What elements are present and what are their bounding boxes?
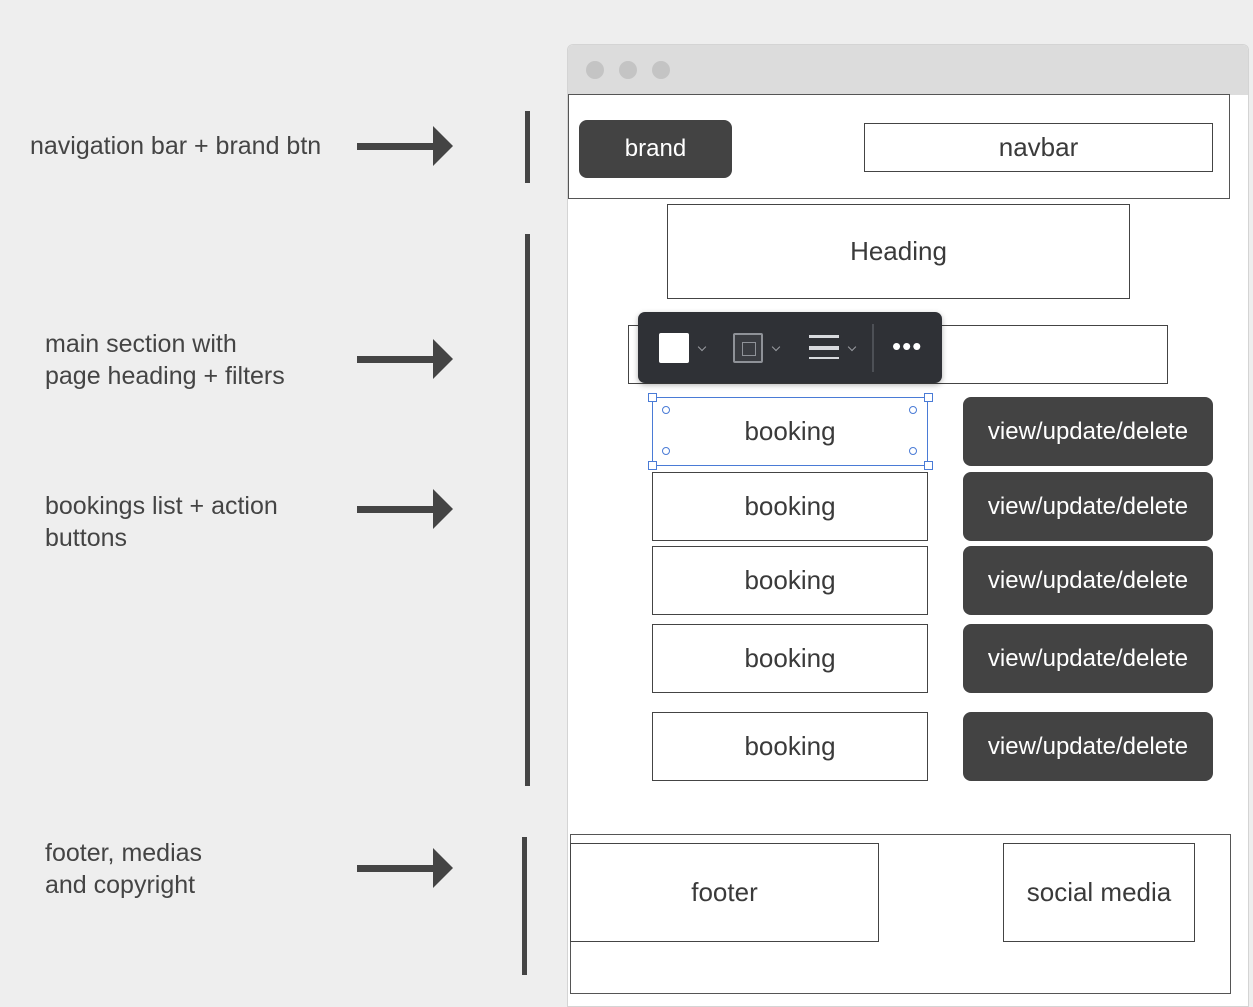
navbar-box[interactable]: navbar xyxy=(864,123,1213,172)
annotation-main: main section with page heading + filters xyxy=(45,328,285,392)
more-options-icon[interactable]: ••• xyxy=(892,331,923,361)
selection-outline xyxy=(652,397,928,466)
corner-radius-handle[interactable] xyxy=(662,406,670,414)
booking-item[interactable]: booking xyxy=(652,712,928,781)
social-media-box[interactable]: social media xyxy=(1003,843,1195,942)
annotation-main-line1: main section with xyxy=(45,330,237,358)
line-chevron-down-icon[interactable] xyxy=(847,342,857,352)
bracket-nav xyxy=(525,111,530,183)
annotation-footer: footer, medias and copyright xyxy=(45,837,202,901)
booking-action-button[interactable]: view/update/delete xyxy=(963,472,1213,541)
line-weight-icon[interactable] xyxy=(809,335,839,361)
annotation-list-line2: buttons xyxy=(45,524,128,552)
stroke-chevron-down-icon[interactable] xyxy=(771,342,781,352)
booking-item[interactable]: booking xyxy=(652,472,928,541)
bracket-footer xyxy=(522,837,527,975)
toolbar-separator xyxy=(872,324,874,372)
corner-radius-handle[interactable] xyxy=(662,447,670,455)
resize-handle-bottom-right[interactable] xyxy=(924,461,933,470)
booking-item[interactable]: booking xyxy=(652,397,928,465)
resize-handle-top-right[interactable] xyxy=(924,393,933,402)
footer-box[interactable]: footer xyxy=(570,843,879,942)
floating-format-toolbar: ••• xyxy=(638,312,942,383)
arrow-main xyxy=(357,339,453,379)
annotation-footer-line2: and copyright xyxy=(45,871,196,899)
window-dot-close-icon[interactable] xyxy=(586,61,604,79)
booking-item[interactable]: booking xyxy=(652,624,928,693)
brand-button[interactable]: brand xyxy=(579,120,732,178)
arrow-nav xyxy=(357,126,453,166)
annotation-main-line2: page heading + filters xyxy=(45,362,285,390)
window-titlebar xyxy=(568,45,1248,95)
heading-box[interactable]: Heading xyxy=(667,204,1130,299)
booking-action-button[interactable]: view/update/delete xyxy=(963,546,1213,615)
booking-action-button[interactable]: view/update/delete xyxy=(963,397,1213,466)
bracket-main xyxy=(525,234,530,786)
arrow-list xyxy=(357,489,453,529)
annotation-list: bookings list + action buttons xyxy=(45,490,278,554)
fill-chevron-down-icon[interactable] xyxy=(697,342,707,352)
window-dot-maximize-icon[interactable] xyxy=(652,61,670,79)
annotation-list-line1: bookings list + action xyxy=(45,492,278,520)
annotation-footer-line1: footer, medias xyxy=(45,839,203,867)
booking-item[interactable]: booking xyxy=(652,546,928,615)
booking-action-button[interactable]: view/update/delete xyxy=(963,712,1213,781)
window-dot-minimize-icon[interactable] xyxy=(619,61,637,79)
resize-handle-bottom-left[interactable] xyxy=(648,461,657,470)
resize-handle-top-left[interactable] xyxy=(648,393,657,402)
corner-radius-handle[interactable] xyxy=(909,447,917,455)
annotation-nav: navigation bar + brand btn xyxy=(30,132,322,160)
fill-swatch-icon[interactable] xyxy=(659,333,689,363)
arrow-footer xyxy=(357,848,453,888)
stroke-style-icon[interactable] xyxy=(733,333,763,363)
booking-action-button[interactable]: view/update/delete xyxy=(963,624,1213,693)
corner-radius-handle[interactable] xyxy=(909,406,917,414)
